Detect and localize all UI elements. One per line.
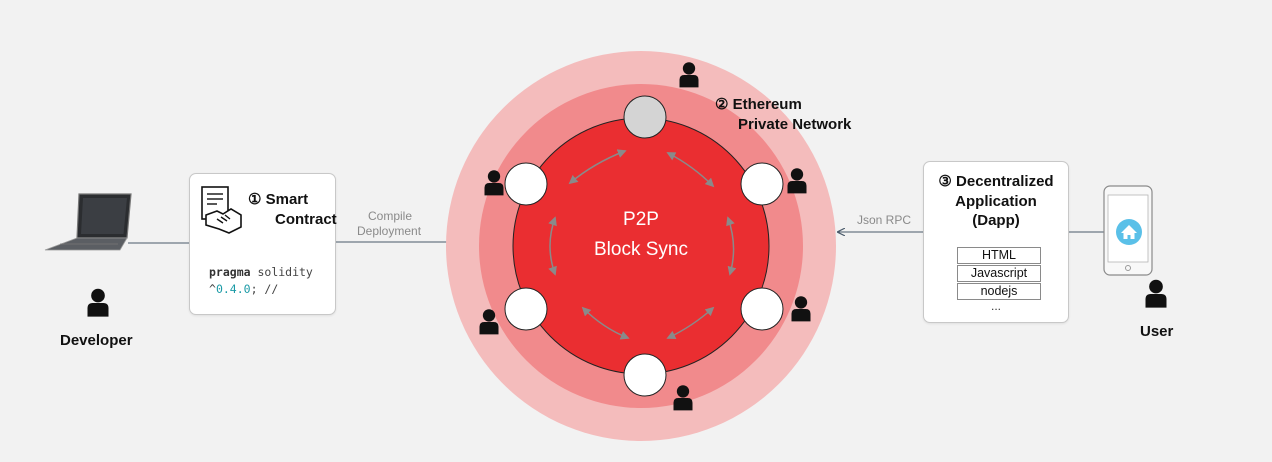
block-sync-label: Block Sync xyxy=(594,239,688,260)
tech-more-ellipsis: ... xyxy=(990,299,1001,313)
tech-item-html: HTML xyxy=(957,247,1041,264)
tech-item-javascript: Javascript xyxy=(957,265,1041,282)
solidity-code-line1: pragma solidity xyxy=(209,265,313,279)
dapp-title-line3: (Dapp) xyxy=(972,212,1020,229)
developer-label: Developer xyxy=(60,332,133,349)
smart-contract-box: ① Smart Contract pragma solidity ^0.4.0;… xyxy=(189,173,337,315)
compile-label: Compile xyxy=(368,209,413,223)
sync-arrows xyxy=(548,149,737,340)
network-node xyxy=(504,162,548,206)
laptop-icon xyxy=(44,193,132,251)
network-node xyxy=(504,287,548,331)
smart-contract-title-line2: Contract xyxy=(275,211,337,228)
network-node xyxy=(623,353,667,397)
deployment-label: Deployment xyxy=(357,224,422,238)
tech-item-nodejs: nodejs xyxy=(957,283,1041,300)
dapp-title-line2: Application xyxy=(955,193,1037,210)
network-node xyxy=(740,287,784,331)
json-rpc-label: Json RPC xyxy=(857,213,912,227)
solidity-code-line2: ^0.4.0; // xyxy=(209,282,279,296)
network-node xyxy=(740,162,784,206)
network-node-top xyxy=(623,95,667,139)
user-icon xyxy=(1145,279,1167,308)
user-icon xyxy=(87,288,109,317)
network-label-line1: ② Ethereum xyxy=(715,96,802,113)
smart-contract-title-line1: ① Smart xyxy=(248,191,309,208)
dapp-title-line1: ③ Decentralized xyxy=(938,173,1054,190)
network-label-line2: Private Network xyxy=(738,116,852,133)
p2p-label: P2P xyxy=(623,209,659,230)
home-icon xyxy=(1116,219,1142,245)
handshake-document-icon xyxy=(201,186,242,234)
dapp-box: ③ Decentralized Application (Dapp) HTML … xyxy=(923,161,1069,323)
user-label: User xyxy=(1140,323,1174,340)
